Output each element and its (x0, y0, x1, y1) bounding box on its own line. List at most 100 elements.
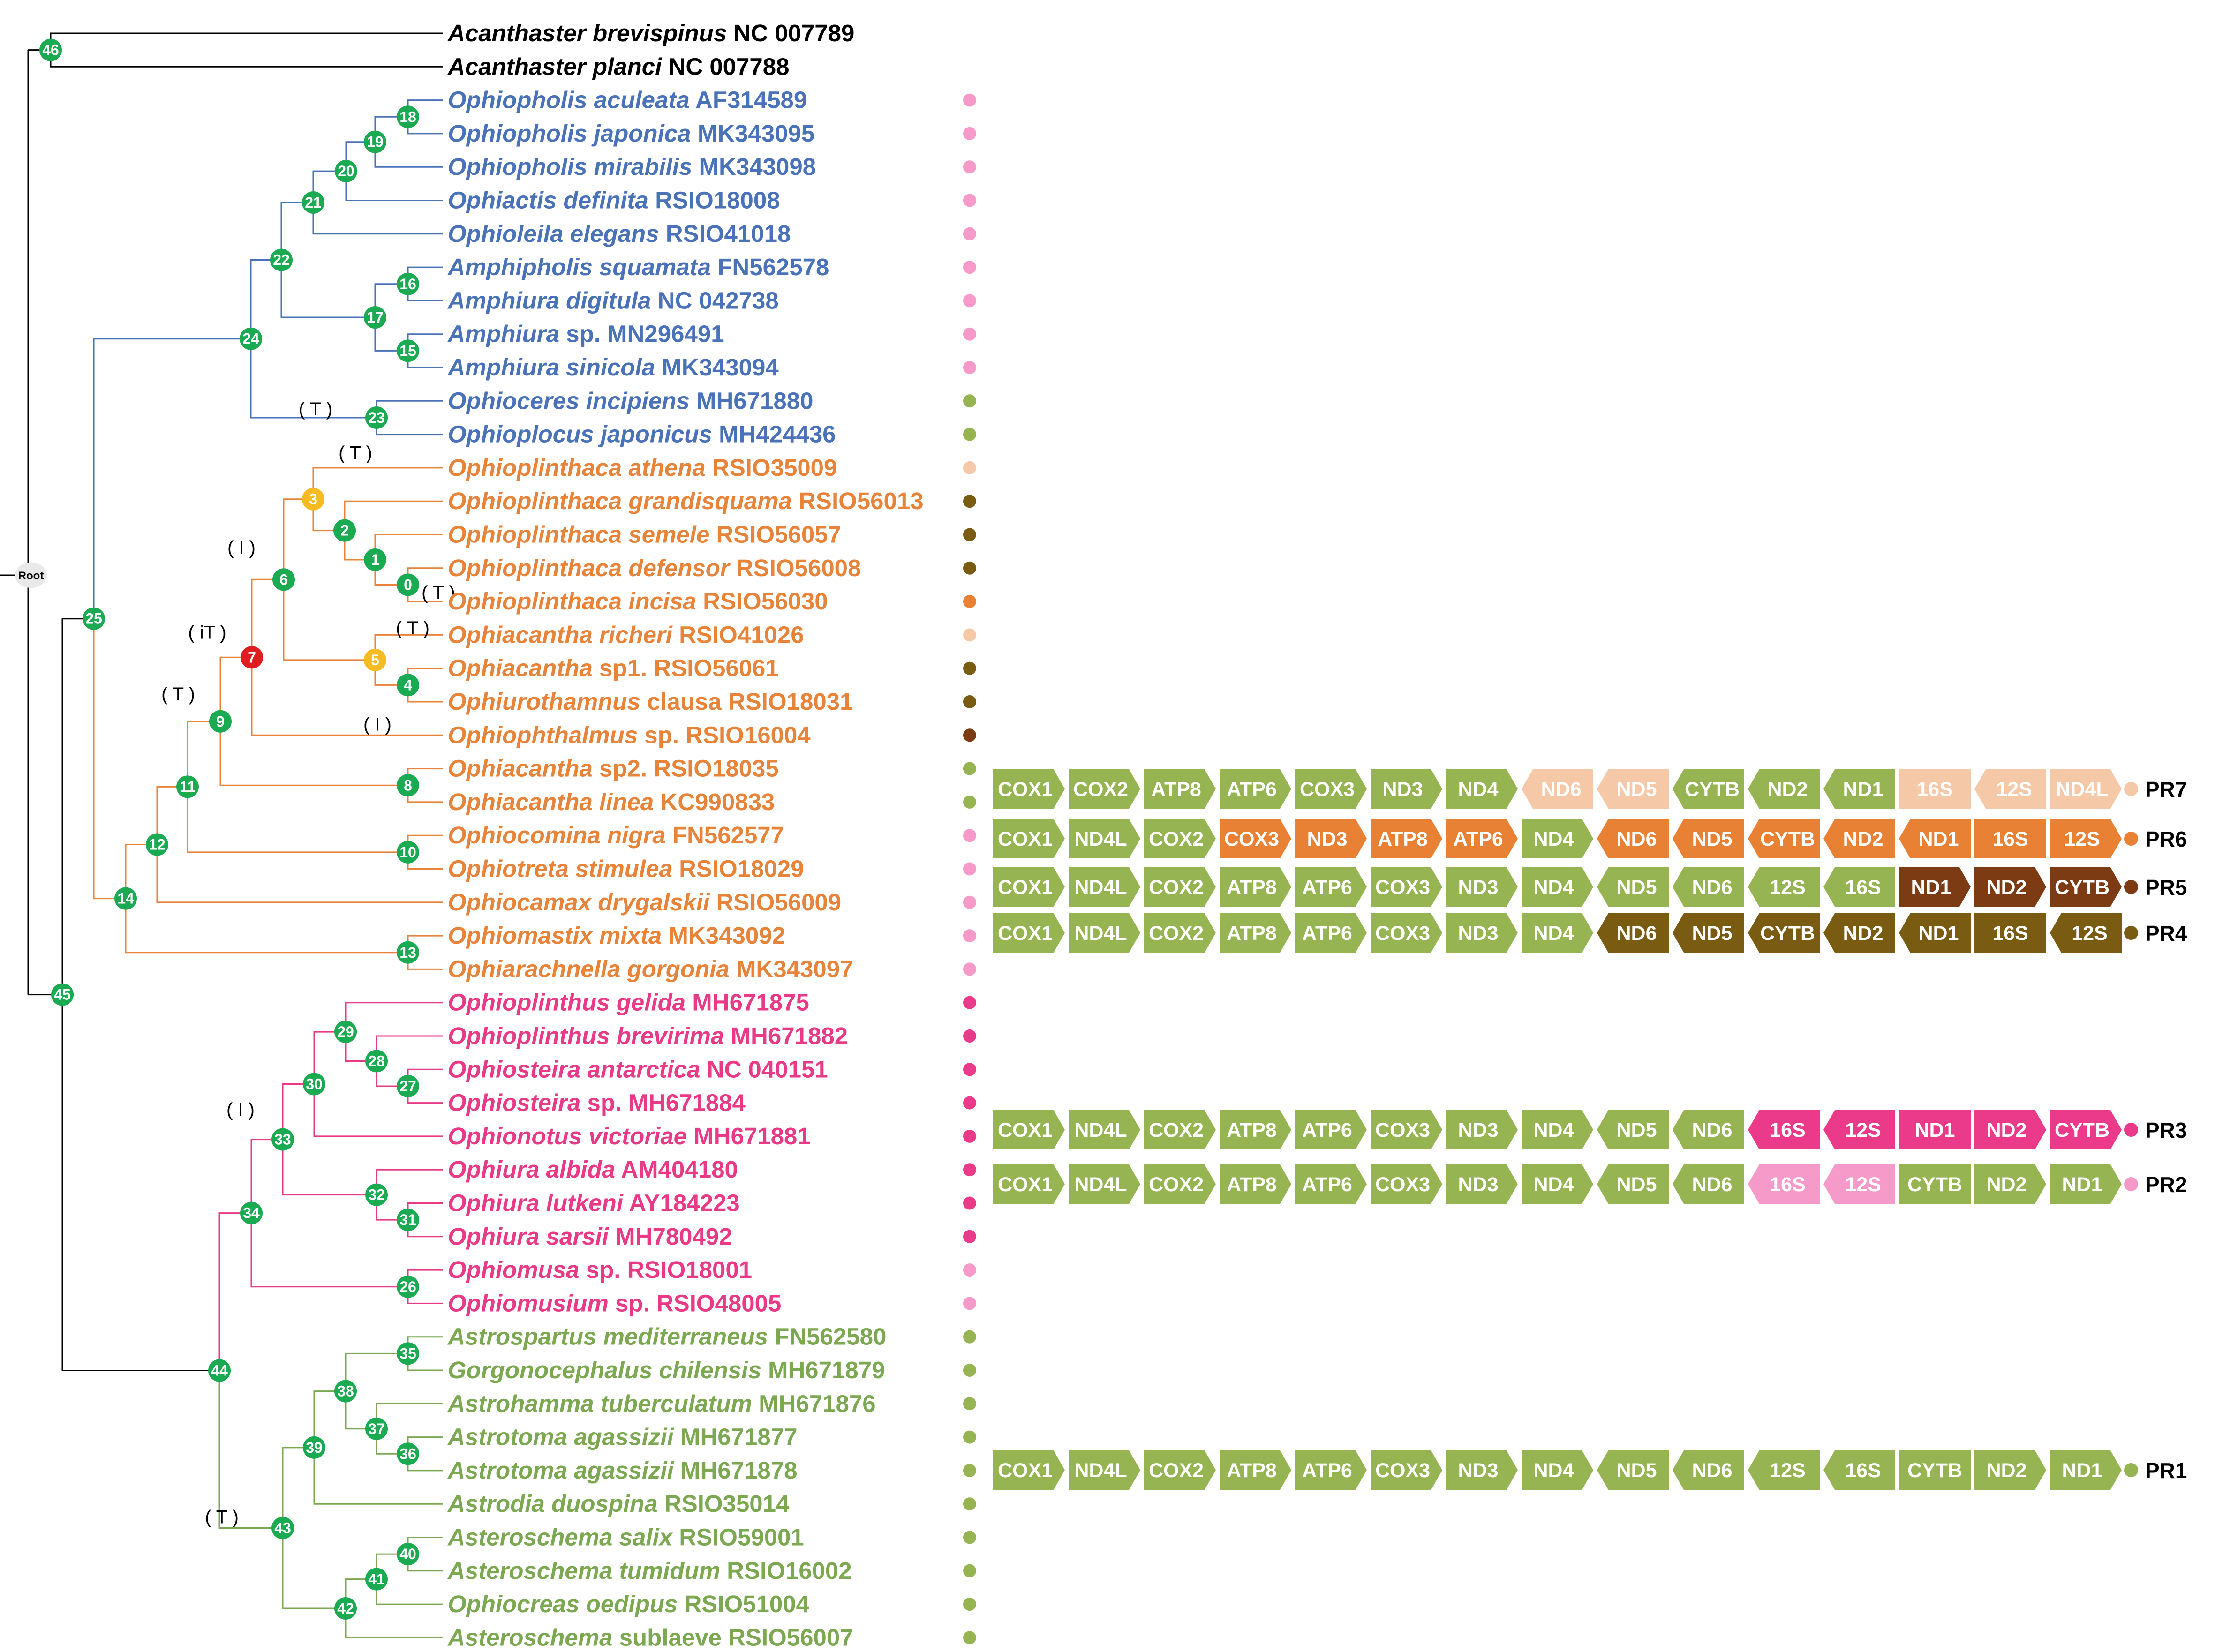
node-label: 10 (399, 844, 416, 861)
root-label: Root (18, 570, 44, 582)
gene-block (1144, 769, 1216, 809)
gene-block (1748, 867, 1820, 907)
gene-order-dot (963, 127, 976, 140)
gene-block (1899, 867, 1971, 907)
gene-name: ND1 (1918, 922, 1959, 945)
gene-name: 16S (1845, 876, 1881, 899)
pattern-label: PR2 (2145, 1172, 2187, 1197)
gene-block (1748, 769, 1820, 809)
taxon-species: Astrohamma tuberculatum (447, 1390, 752, 1417)
node-label: 22 (273, 252, 290, 269)
node-label: 35 (399, 1345, 416, 1362)
gene-order-dot (963, 1497, 976, 1511)
gene-order-dot (963, 1564, 976, 1577)
taxon-accession: AM404180 (615, 1156, 738, 1183)
gene-name: ATP8 (1378, 828, 1428, 850)
taxon-accession: RSIO35014 (658, 1490, 790, 1517)
taxon-species: Asteroschema (447, 1624, 613, 1651)
gene-block (1144, 819, 1216, 858)
gene-order-dot (963, 661, 976, 675)
gene-block (1144, 867, 1216, 907)
gene-name: ND4 (1533, 828, 1574, 850)
gene-name: COX2 (1149, 876, 1204, 899)
gene-name: COX3 (1375, 922, 1430, 945)
tree-node (397, 1209, 419, 1231)
gene-block (1371, 1164, 1442, 1204)
gene-name: ND1 (1911, 876, 1951, 899)
pattern-dot (2124, 1463, 2138, 1477)
taxon-accession: MH424436 (712, 421, 836, 448)
gene-order-dot (963, 628, 976, 642)
pattern-label: PR4 (2145, 921, 2187, 946)
node-label: 6 (279, 571, 288, 588)
taxon-species: Astrospartus mediterraneus (447, 1323, 768, 1350)
gene-name: ND4L (1074, 1119, 1127, 1141)
gene-name: CYTB (1685, 778, 1740, 801)
pattern-label: PR1 (2145, 1458, 2187, 1483)
gene-block (2050, 867, 2122, 907)
gene-block (1823, 1164, 1895, 1204)
taxon-accession: MH671876 (752, 1390, 876, 1417)
gene-order-dot (963, 1430, 976, 1444)
taxon-species: Ophioleila elegans (448, 220, 659, 247)
tree-branch (93, 338, 251, 619)
node-label: 3 (309, 491, 317, 508)
tree-branch (283, 579, 375, 661)
taxon-accession: NC 007788 (662, 53, 789, 80)
tree-branch (251, 578, 284, 658)
pattern-dot (2124, 832, 2138, 846)
taxon-species: Ophioplinthus brevirima (448, 1022, 724, 1049)
taxon-accession: RSIO18008 (648, 187, 780, 214)
gene-name: ND2 (1767, 778, 1808, 801)
taxon-label: Ophioplinthus brevirima MH671882 (448, 1022, 848, 1049)
gene-name: ND4L (2056, 778, 2108, 801)
tree-branch (345, 1608, 443, 1638)
node-label: 2 (340, 522, 349, 539)
gene-block (1823, 867, 1895, 907)
gene-order-dot (963, 1063, 976, 1076)
tree-nodes: 0123456789101112131415161718192021222324… (39, 38, 419, 1620)
taxon-accession: RSIO41026 (672, 621, 804, 648)
taxon-accession: MH671880 (690, 387, 814, 414)
gene-block (2050, 1110, 2122, 1149)
gene-block (993, 1450, 1065, 1490)
node-label: 43 (274, 1519, 291, 1536)
gene-name: COX2 (1149, 1119, 1204, 1141)
node-label: 15 (399, 342, 416, 359)
gene-block (1899, 819, 1971, 858)
gene-block (1446, 1164, 1518, 1204)
taxon-species: Ophiactis definita (448, 187, 648, 214)
taxon-label: Amphiura digitula NC 042738 (447, 287, 779, 314)
pattern-label: PR7 (2145, 777, 2187, 802)
gene-block (1371, 867, 1442, 907)
gene-block (1069, 769, 1140, 809)
gene-order-dot (963, 394, 976, 408)
taxon-label: Ophiactis definita RSIO18008 (448, 187, 780, 214)
gene-block (1597, 1164, 1669, 1204)
event-label: ( I ) (227, 537, 256, 558)
gene-order-dot (963, 1631, 976, 1644)
gene-block (1446, 769, 1518, 809)
taxon-accession: RSIO41018 (659, 220, 791, 247)
tree-node (365, 1417, 388, 1440)
taxon-label: Acanthaster brevispinus NC 007789 (447, 20, 854, 46)
tree-node (397, 941, 419, 964)
gene-name: COX1 (998, 1459, 1053, 1482)
gene-block (1823, 819, 1895, 858)
taxon-species: Ophiarachnella gorgonia (448, 955, 730, 982)
gene-order-dot (963, 361, 976, 374)
taxon-species: Amphiura sinicola (447, 354, 655, 381)
gene-block (1597, 1110, 1669, 1149)
taxon-species: Ophioceres incipiens (448, 387, 690, 414)
taxon-label: Ophiomusa sp. RSIO18001 (448, 1256, 752, 1283)
taxon-species: Ophiomastix mixta (448, 922, 662, 949)
event-label: ( T ) (161, 684, 195, 705)
gene-order-dot (963, 929, 976, 943)
gene-name: ATP6 (1453, 828, 1503, 850)
taxon-species: Acanthaster planci (447, 53, 663, 80)
gene-name: CYTB (1760, 828, 1815, 850)
gene-name: ND1 (2062, 1173, 2102, 1196)
taxon-label: Ophiura lutkeni AY184223 (448, 1190, 740, 1216)
